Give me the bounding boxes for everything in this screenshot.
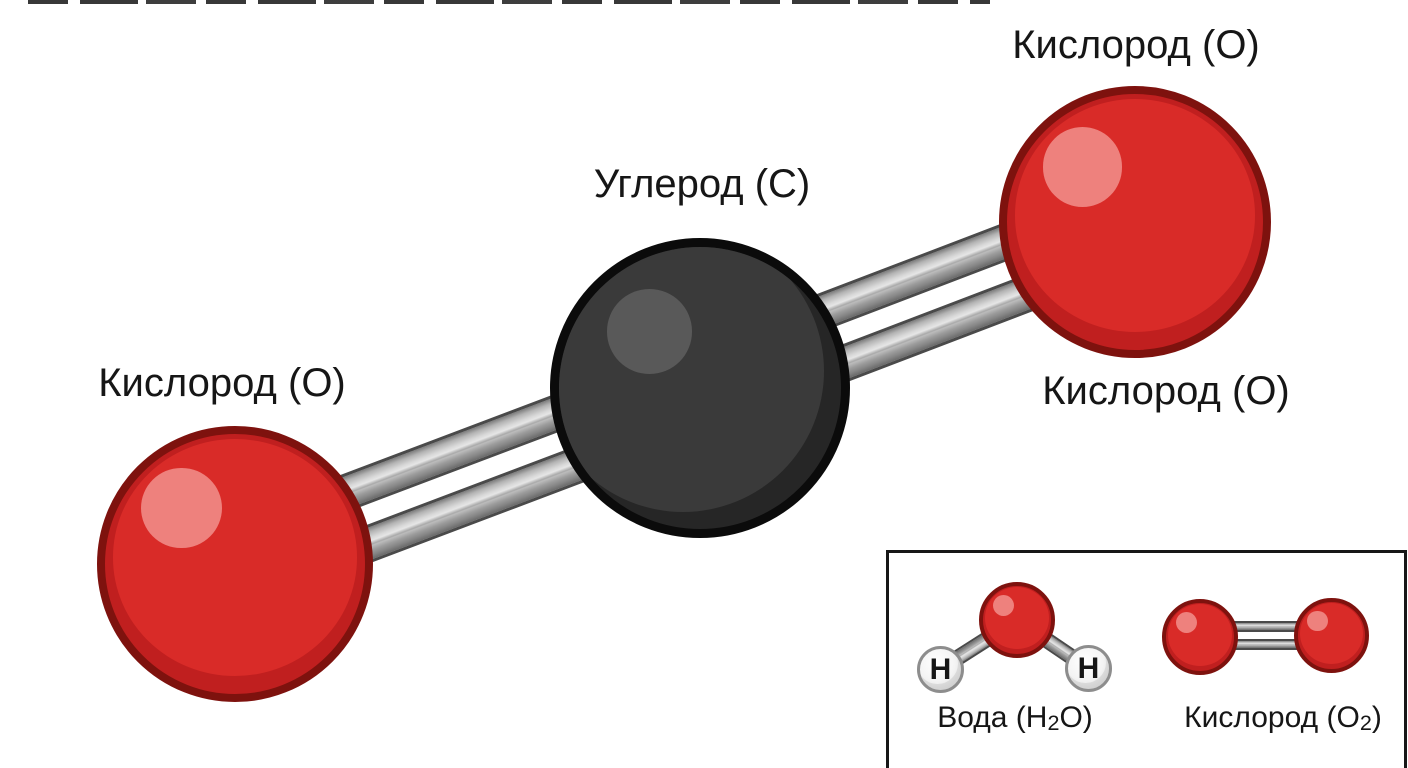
- hydrogen-symbol: H: [929, 652, 952, 686]
- water-hydrogen-right: H: [1065, 645, 1112, 692]
- oxygen-left-label: Кислород (О): [98, 361, 346, 405]
- sphere-shading: [112, 439, 358, 676]
- o2-label-subscript: 2: [1359, 709, 1372, 735]
- oxygen-atom-left: [97, 426, 373, 702]
- water-oxygen-atom: [979, 582, 1055, 658]
- sphere-highlight: [141, 467, 222, 549]
- o2-label-post: ): [1371, 701, 1382, 734]
- o2-oxygen-atom-right: [1294, 598, 1369, 673]
- oxygen-molecule-label: Кислород (О2): [1184, 701, 1382, 735]
- water-label-pre: Вода (H: [937, 701, 1048, 734]
- top-crop-artifact: [28, 0, 990, 4]
- o2-label-pre: Кислород (О: [1184, 701, 1360, 734]
- o2-oxygen-atom-left: [1162, 599, 1238, 675]
- sphere-highlight: [1175, 611, 1197, 633]
- sphere-highlight: [1042, 127, 1123, 207]
- water-label: Вода (H2O): [937, 701, 1093, 735]
- oxygen-atom-right: [999, 86, 1271, 358]
- sphere-shading: [1014, 99, 1256, 333]
- water-label-post: O): [1059, 701, 1093, 734]
- carbon-label: Углерод (С): [593, 162, 811, 206]
- sphere-highlight: [1307, 610, 1329, 632]
- carbon-atom: [550, 238, 850, 538]
- hydrogen-symbol: H: [1077, 651, 1100, 685]
- sphere-highlight: [606, 289, 692, 374]
- oxygen-right-top-label: Кислород (О): [1012, 23, 1260, 67]
- sphere-shading: [559, 247, 825, 513]
- sphere-shading: [1168, 604, 1232, 667]
- water-label-subscript: 2: [1047, 709, 1060, 735]
- water-hydrogen-left: H: [917, 646, 964, 693]
- oxygen-right-bottom-label: Кислород (О): [1042, 369, 1290, 413]
- sphere-highlight: [992, 594, 1014, 616]
- sphere-shading: [985, 587, 1049, 650]
